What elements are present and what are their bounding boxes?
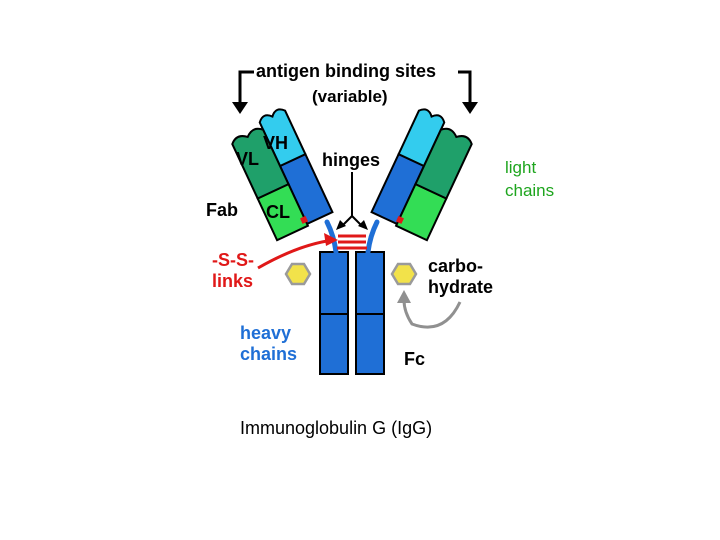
fab-arm-left [231, 108, 334, 242]
fc-region [319, 251, 385, 375]
fab-arm-right [370, 108, 473, 242]
disulfide-bonds [337, 234, 367, 250]
hinge-arrow-right-icon [358, 220, 368, 230]
interchain-disulfide-right [395, 215, 404, 224]
hinge-arrow-left-icon [336, 220, 346, 230]
vl-label: VL [236, 149, 260, 169]
hinges-label: hinges [322, 150, 381, 170]
light-chains-label: light chains [505, 158, 555, 200]
hinges-pointer [341, 172, 363, 227]
heavy-chain-vh-right [397, 108, 446, 168]
vh-label: VH [263, 133, 289, 153]
diagram-caption: Immunoglobulin G (IgG) [240, 418, 433, 438]
heavy-chain-ch3-right [355, 313, 385, 375]
antigen-binding-sites-label: antigen binding sites [256, 61, 437, 81]
carbohydrate-left [284, 262, 312, 286]
fab-label: Fab [206, 200, 239, 220]
antigen-bracket [238, 70, 472, 104]
light-chain-vl-right [414, 127, 473, 200]
heavy-chain-ch2-left [319, 251, 349, 315]
carbo-arrow-icon [397, 290, 411, 303]
ss-links-label: -S-S- links [212, 250, 254, 291]
fc-label: Fc [404, 349, 426, 369]
heavy-chains-label: heavy chains [240, 323, 298, 364]
carbohydrate-label: carbo- hydrate [428, 256, 494, 297]
heavy-chain-ch2-right [355, 251, 385, 315]
cl-label: CL [266, 202, 290, 222]
interchain-disulfide-left [300, 215, 309, 224]
variable-label: (variable) [312, 87, 388, 106]
light-chain-vl-left [231, 127, 290, 200]
hinge-region [324, 219, 380, 255]
arrow-left-icon [232, 102, 248, 114]
heavy-chain-ch3-left [319, 313, 349, 375]
carbohydrate-pointer [402, 299, 462, 329]
arrow-right-icon [462, 102, 478, 114]
heavy-chain-vh-left [258, 108, 307, 168]
ss-arrow-icon [324, 233, 338, 246]
carbohydrate-right [390, 262, 418, 286]
